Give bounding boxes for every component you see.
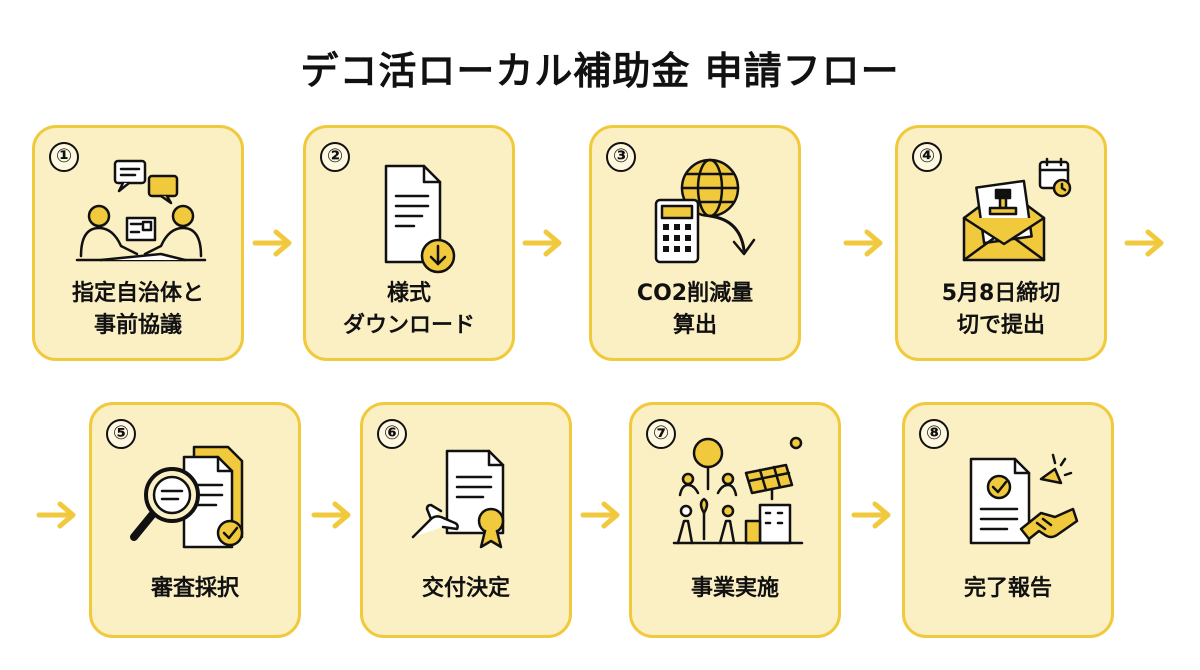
arrow-right-icon xyxy=(851,501,891,529)
step-label: 指定自治体と事前協議 xyxy=(71,281,204,338)
arrow-right-icon xyxy=(580,501,620,529)
step-label: 様式ダウンロード xyxy=(342,281,475,338)
calculator-globe-icon xyxy=(654,158,756,264)
document-download-icon xyxy=(384,164,456,274)
step-card-4: ④ 5月8日締切切で提出 xyxy=(895,125,1107,361)
step-label: 事業実施 xyxy=(690,576,779,601)
step-card-2: ② 様式ダウンロード xyxy=(303,125,515,361)
envelope-stamp-calendar-icon xyxy=(962,157,1072,262)
step-card-1: ① 指定自治体と事前協議 xyxy=(32,125,244,361)
step-card-5: ⑤ 審査採択 xyxy=(89,402,301,638)
step-number: ④ xyxy=(912,142,942,172)
step-card-7: ⑦ 事業実施 xyxy=(629,402,841,638)
magnifier-document-icon xyxy=(130,445,244,549)
step-label: 交付決定 xyxy=(421,576,510,601)
arrow-right-icon xyxy=(252,229,292,257)
step-number: ⑥ xyxy=(377,419,407,449)
step-number: ③ xyxy=(606,142,636,172)
arrow-right-icon xyxy=(36,501,76,529)
step-number: ⑧ xyxy=(919,419,949,449)
arrow-right-icon xyxy=(311,501,351,529)
step-number: ⑦ xyxy=(646,419,676,449)
step-card-3: ③ CO2削減量算出 xyxy=(589,125,801,361)
step-number: ① xyxy=(49,142,79,172)
step-label: 審査採択 xyxy=(150,576,239,601)
step-number: ② xyxy=(320,142,350,172)
consultation-icon xyxy=(75,159,207,262)
step-label: CO2削減量算出 xyxy=(636,281,754,338)
step-card-8: ⑧ 完了報告 xyxy=(902,402,1114,638)
step-label: 完了報告 xyxy=(963,576,1052,601)
arrow-right-icon xyxy=(843,229,883,257)
step-number: ⑤ xyxy=(106,419,136,449)
community-solar-icon xyxy=(672,436,804,545)
certificate-hand-icon xyxy=(411,449,505,549)
report-handshake-icon xyxy=(969,453,1079,545)
page-title: デコ活ローカル補助金 申請フロー xyxy=(300,49,900,93)
arrow-right-icon xyxy=(1124,229,1164,257)
step-label: 5月8日締切切で提出 xyxy=(941,281,1061,338)
step-card-6: ⑥ 交付決定 xyxy=(360,402,572,638)
arrow-right-icon xyxy=(522,229,562,257)
